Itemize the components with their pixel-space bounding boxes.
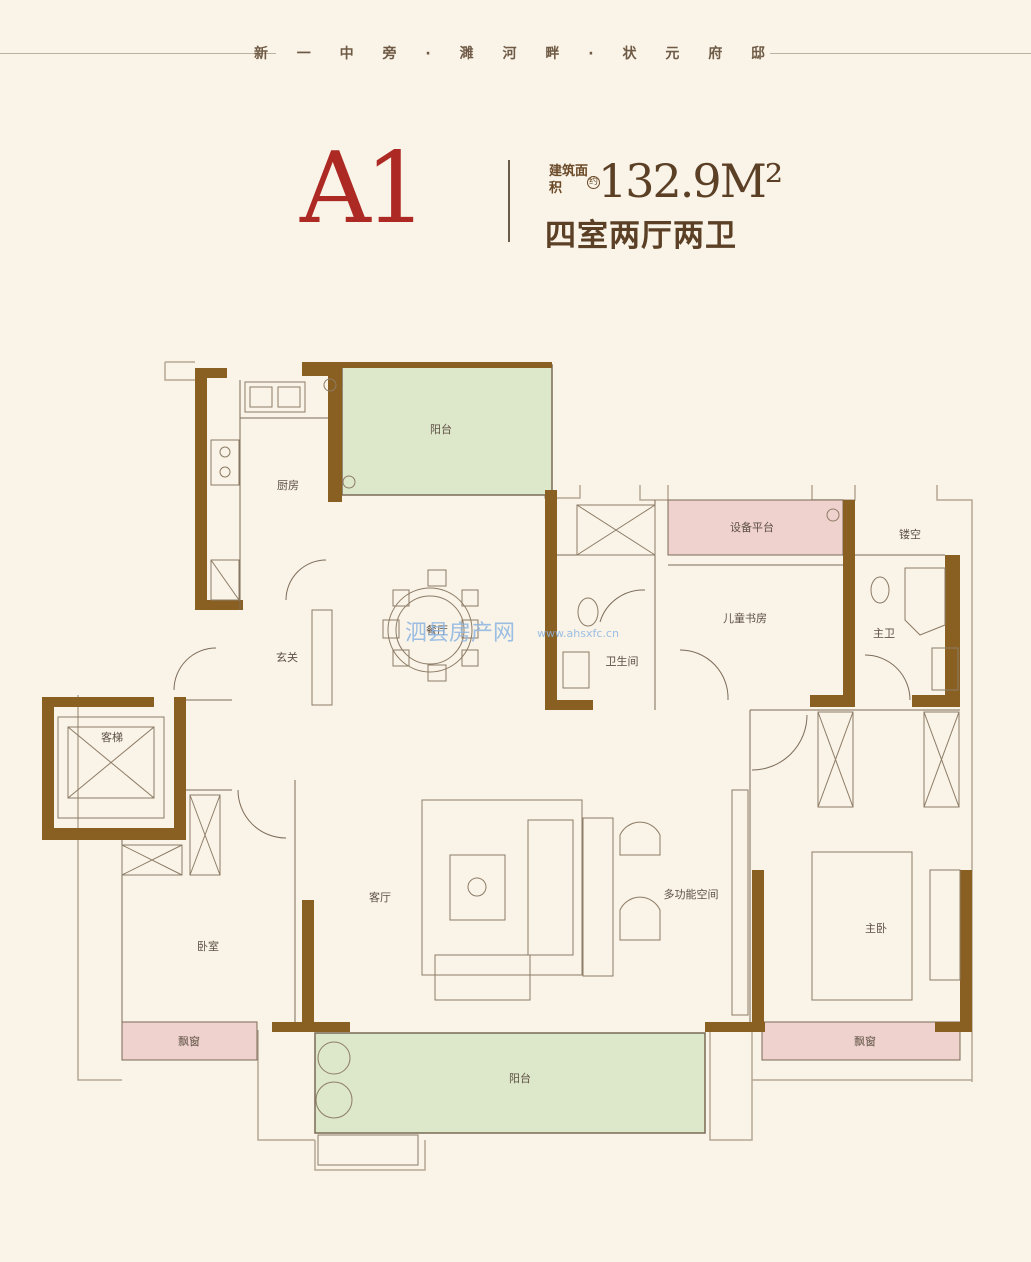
fixtures xyxy=(57,378,961,1166)
slogan-left-rule xyxy=(0,53,276,54)
room-label-void: 镂空 xyxy=(899,527,921,541)
room-label-foyer: 玄关 xyxy=(276,650,298,664)
slogan-bar: 新 一 中 旁 · 濉 河 畔 · 状 元 府 邸 xyxy=(0,40,1031,68)
balcony-south xyxy=(314,1032,706,1134)
outer-outline xyxy=(77,361,973,1171)
room-label-bay-window-right: 飘窗 xyxy=(854,1034,876,1048)
room-label-bathroom: 卫生间 xyxy=(606,654,639,668)
bay-window-right xyxy=(761,1021,961,1061)
title-divider xyxy=(508,160,510,242)
layout-type: 四室两厅两卫 xyxy=(545,218,737,254)
room-label-master-bath: 主卫 xyxy=(873,627,895,640)
room-label-master-bedroom: 主卧 xyxy=(865,922,887,935)
room-label-balcony-south: 阳台 xyxy=(509,1071,531,1085)
room-label-bay-window-left: 飘窗 xyxy=(178,1034,200,1048)
room-label-multifunction: 多功能空间 xyxy=(664,887,719,901)
equipment-platform xyxy=(667,499,844,556)
room-label-living-room: 客厅 xyxy=(369,890,391,904)
walls xyxy=(42,362,972,1032)
slogan-text: 新 一 中 旁 · 濉 河 畔 · 状 元 府 邸 xyxy=(253,46,778,62)
slogan-right-rule xyxy=(770,53,1031,54)
unit-code: A1 xyxy=(300,132,427,246)
room-label-kitchen: 厨房 xyxy=(277,479,299,492)
balcony-north xyxy=(341,364,553,496)
room-label-elevator: 客梯 xyxy=(101,730,123,744)
approx-glyph: 约 xyxy=(587,176,600,189)
room-label-dining: 餐厅 xyxy=(426,623,448,637)
watermark-site-name: 泗县房产网 xyxy=(405,621,515,646)
watermark-url: www.ahsxfc.cn xyxy=(537,627,619,640)
room-label-children-study: 儿童书房 xyxy=(723,611,767,625)
area-label: 建筑面积 xyxy=(549,164,589,196)
interior-lines xyxy=(121,380,960,1022)
room-label-balcony-north: 阳台 xyxy=(430,422,452,436)
room-label-equipment-platform: 设备平台 xyxy=(730,520,774,534)
bay-window-left xyxy=(121,1021,258,1061)
area-value: 132.9M² xyxy=(598,154,783,208)
room-label-bedroom: 卧室 xyxy=(197,939,219,953)
